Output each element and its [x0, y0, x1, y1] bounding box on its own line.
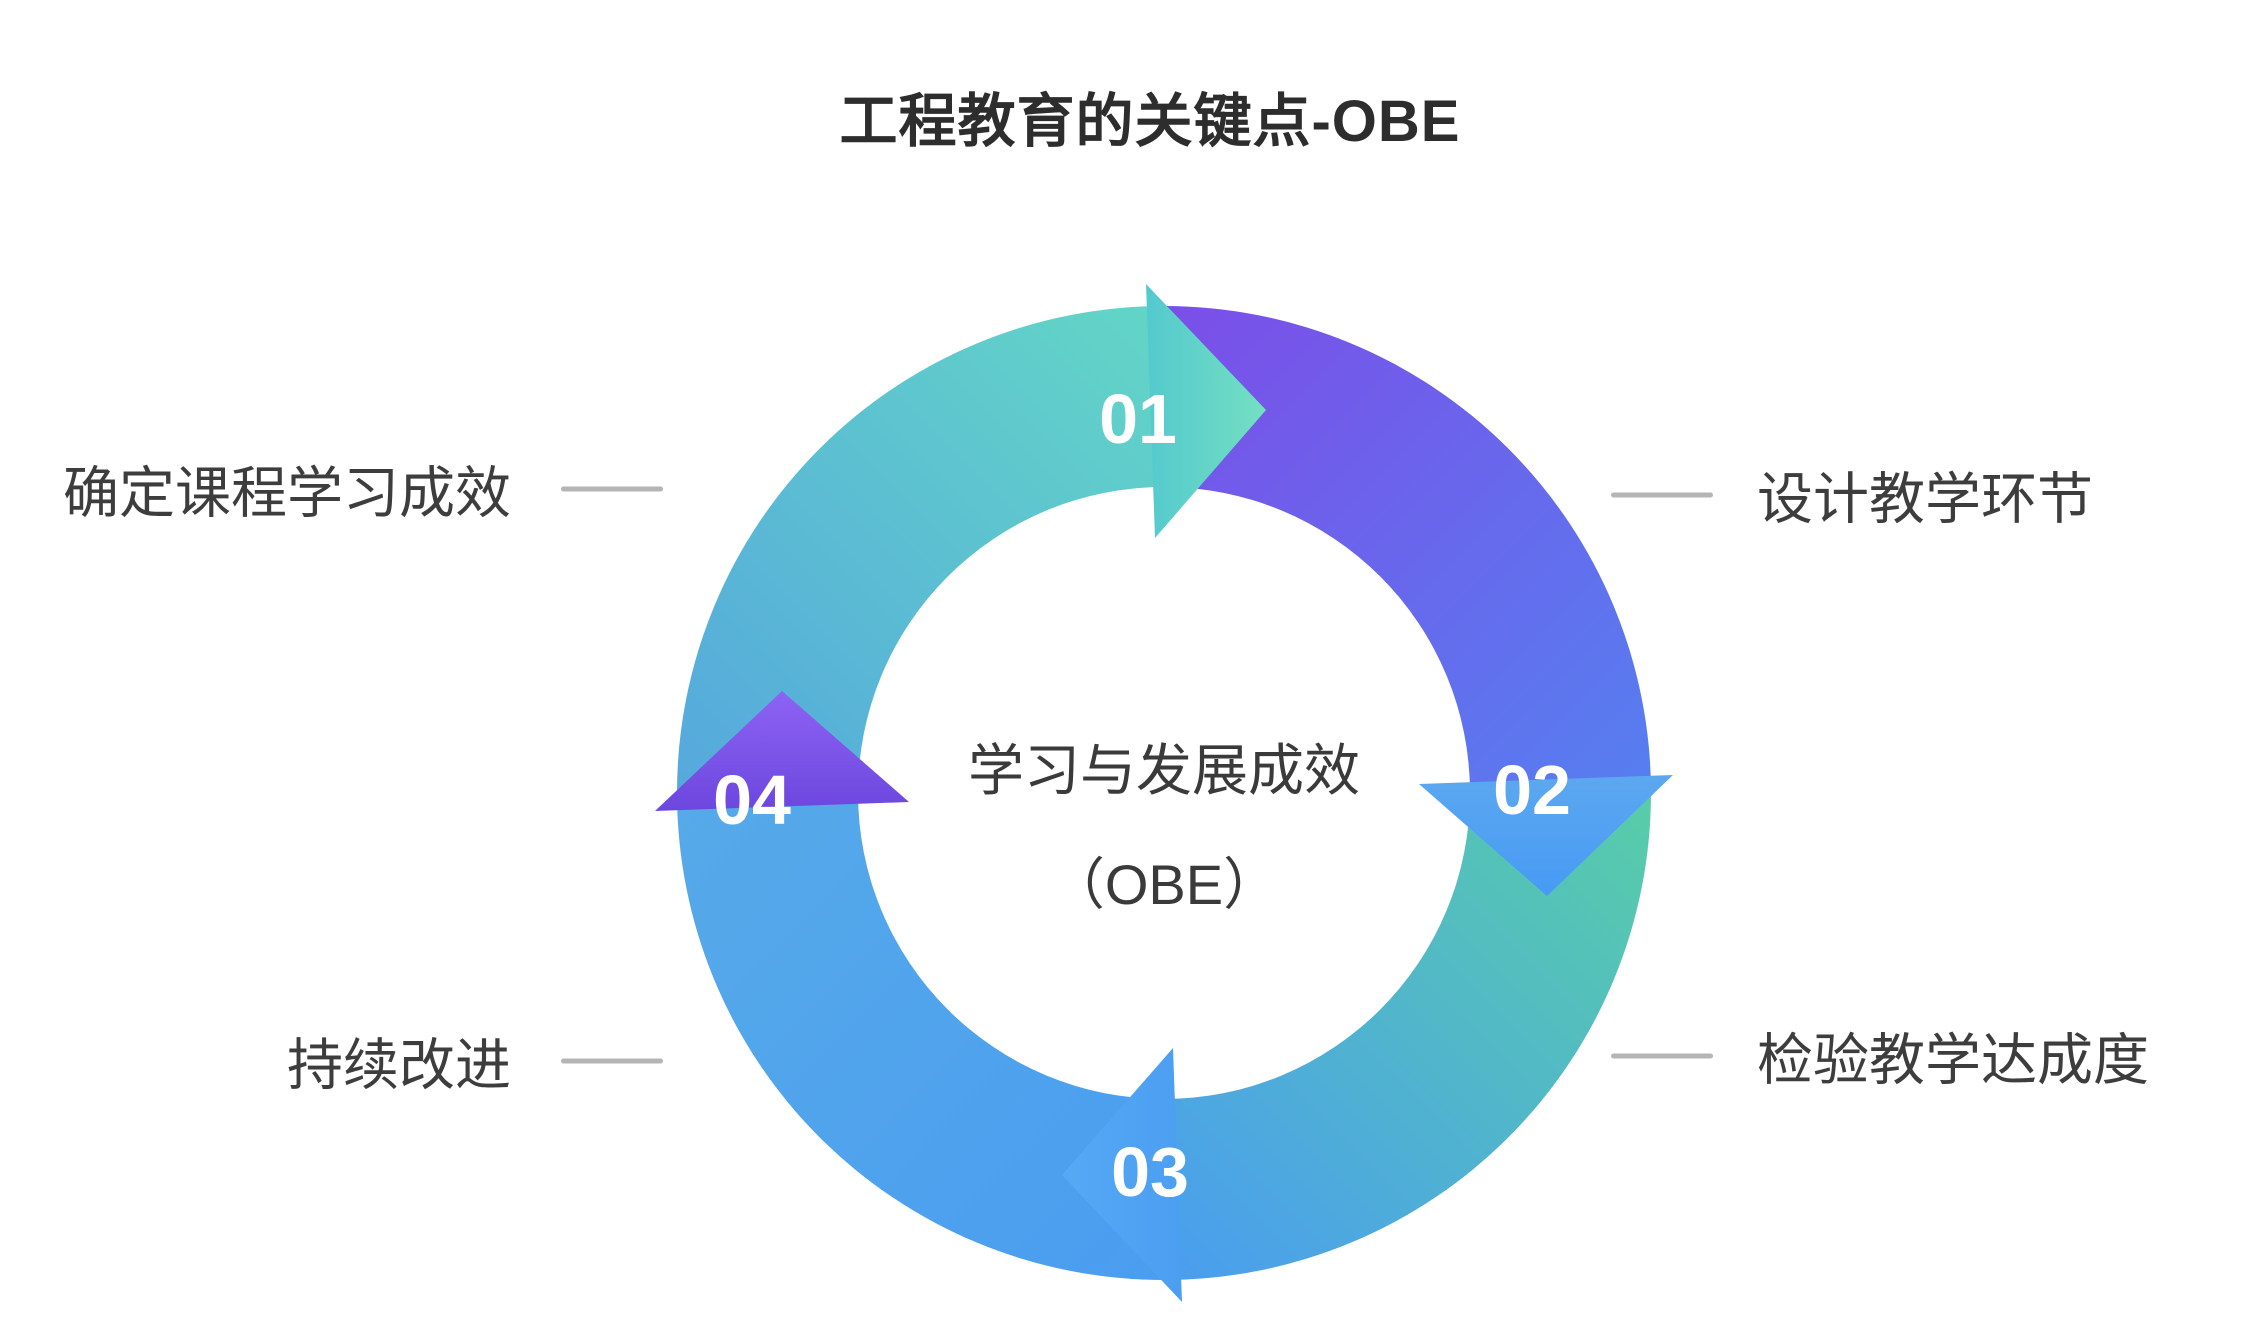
callout-step-02: 设计教学环节: [1611, 455, 2093, 536]
callout-step-04: 持续改进: [287, 1021, 663, 1102]
callout-step-02-label: 设计教学环节: [1757, 467, 2093, 531]
callout-step-02-connector-line: [1611, 492, 1713, 498]
segment-03-arc: [1164, 793, 1651, 1280]
step-number-01: 01: [1099, 380, 1177, 458]
segment-03-arrowhead-icon: [1062, 1048, 1182, 1302]
segment-02-arc: [1164, 306, 1651, 793]
segment-01-arrowhead-icon: [1146, 284, 1266, 538]
segment-04-arrowhead-icon: [655, 691, 909, 811]
center-label: 学习与发展成效 （OBE）: [968, 743, 1360, 913]
center-label-line2: （OBE）: [1048, 853, 1280, 916]
segment-04-arc: [677, 793, 1164, 1280]
callout-step-01-connector-line: [561, 486, 663, 492]
callout-step-04-connector-line: [561, 1058, 663, 1064]
page-title: 工程教育的关键点-OBE: [839, 89, 1461, 154]
step-number-04: 04: [713, 761, 791, 839]
callout-step-01: 确定课程学习成效: [63, 449, 663, 530]
callout-step-03-connector-line: [1611, 1053, 1713, 1059]
segment-01-arc: [677, 306, 1164, 793]
step-number-03: 03: [1111, 1133, 1189, 1211]
callout-step-03: 检验教学达成度: [1611, 1016, 2149, 1097]
step-number-02: 02: [1493, 751, 1571, 829]
center-label-line1: 学习与发展成效: [968, 739, 1360, 802]
callout-step-04-label: 持续改进: [287, 1033, 511, 1097]
segment-02-arrowhead-icon: [1419, 775, 1673, 896]
callout-step-03-label: 检验教学达成度: [1757, 1028, 2149, 1092]
callout-step-01-label: 确定课程学习成效: [63, 461, 511, 525]
